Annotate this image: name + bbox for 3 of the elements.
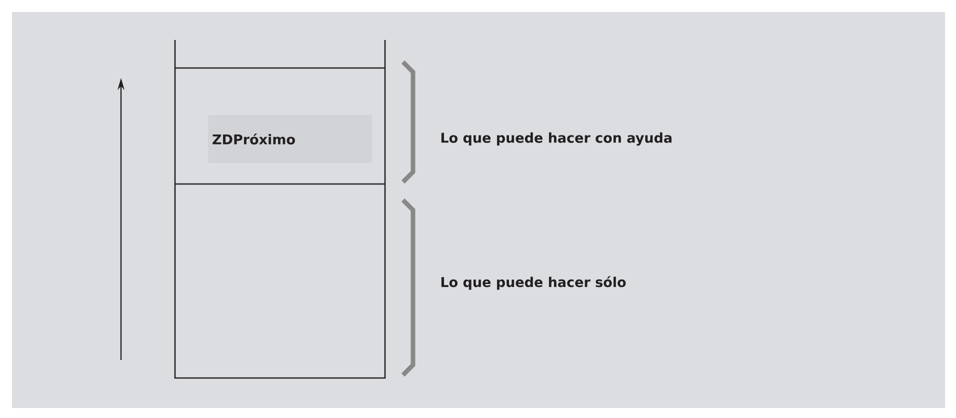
highlight-box: ZDPróximo (208, 115, 372, 163)
bracket-label: Lo que puede hacer sólo (441, 276, 626, 290)
bracket-label: Lo que puede hacer con ayuda (441, 132, 672, 146)
